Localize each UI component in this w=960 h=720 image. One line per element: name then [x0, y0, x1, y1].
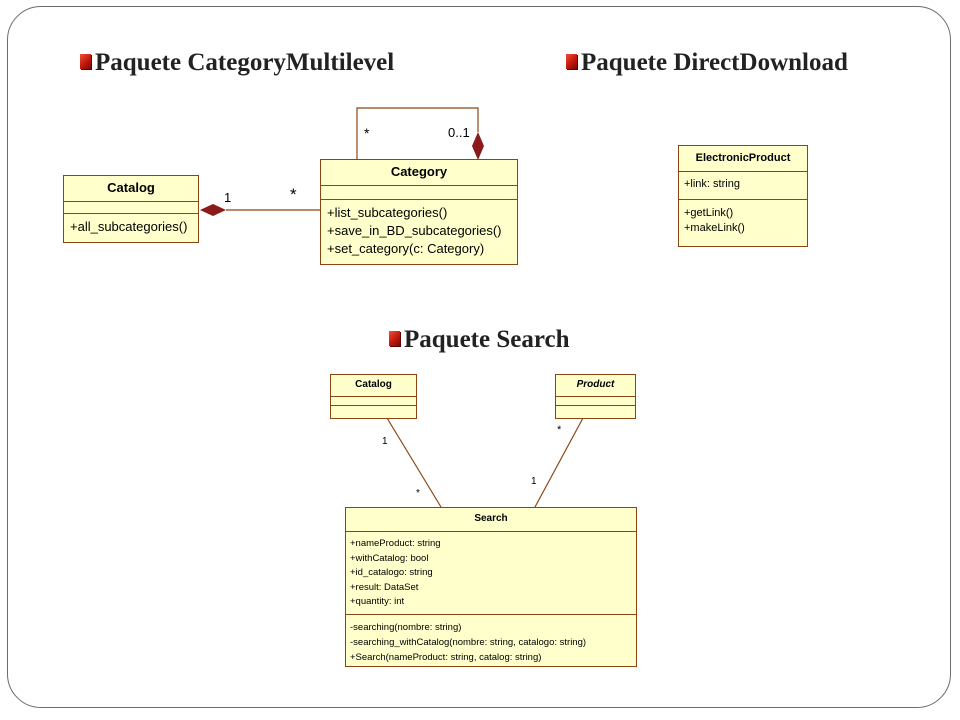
bullet-icon: [80, 54, 91, 69]
class-name: Catalog: [331, 375, 416, 397]
attribute: +result: DataSet: [350, 581, 419, 593]
class-name: Catalog: [64, 176, 198, 202]
class-attributes: [556, 397, 635, 406]
multiplicity-category-end: *: [290, 185, 297, 204]
multiplicity-self-range: 0..1: [448, 125, 470, 140]
attribute: +id_catalogo: string: [350, 567, 433, 578]
class-attributes: [64, 202, 198, 214]
operation: +set_category(c: Category): [327, 241, 485, 256]
multiplicity-product-end: *: [557, 424, 562, 436]
bullet-icon: [566, 54, 577, 69]
category-self-association: [356, 107, 479, 160]
class-operations: -searching(nombre: string) -searching_wi…: [346, 615, 636, 665]
attribute: +link: string: [684, 178, 740, 190]
self-composition-diamond-icon: [472, 132, 484, 160]
class-name: Search: [346, 508, 636, 532]
class-electronicproduct: ElectronicProduct +link: string +getLink…: [678, 145, 808, 247]
class-name: ElectronicProduct: [679, 146, 807, 172]
class-operations: +list_subcategories() +save_in_BD_subcat…: [321, 200, 517, 258]
operation: +getLink(): [684, 207, 734, 219]
package-title-directdownload: Paquete DirectDownload: [566, 50, 848, 75]
operation: +Search(nameProduct: string, catalog: st…: [350, 652, 542, 663]
class-search-catalog: Catalog: [330, 374, 417, 419]
operation: -searching_withCatalog(nombre: string, c…: [350, 637, 587, 648]
package-title-categorymultilevel: Paquete CategoryMultilevel: [80, 50, 394, 75]
package-title-search: Paquete Search: [389, 327, 570, 352]
operation: +all_subcategories(): [70, 219, 188, 234]
class-product: Product: [555, 374, 636, 419]
class-name: Category: [321, 160, 517, 186]
class-attributes: [321, 186, 517, 200]
operation: +list_subcategories(): [327, 205, 448, 220]
product-search-association: [534, 417, 584, 508]
catalog-search-association: [386, 417, 442, 508]
class-name: Product: [556, 375, 635, 397]
composition-diamond-icon: [200, 204, 226, 216]
multiplicity-search-from-catalog: *: [416, 488, 420, 499]
multiplicity-search-from-product: 1: [531, 476, 537, 487]
class-search: Search +nameProduct: string +withCatalog…: [345, 507, 637, 667]
attribute: +withCatalog: bool: [350, 552, 429, 564]
attribute: +quantity: int: [350, 596, 405, 607]
operation: -searching(nombre: string): [350, 622, 462, 633]
bullet-icon: [389, 331, 400, 346]
class-category: Category +list_subcategories() +save_in_…: [320, 159, 518, 265]
operation: +save_in_BD_subcategories(): [327, 223, 502, 238]
class-attributes: +link: string: [679, 172, 807, 200]
class-attributes: +nameProduct: string +withCatalog: bool …: [346, 532, 636, 615]
multiplicity-catalog-end: 1: [382, 436, 388, 447]
class-catalog: Catalog +all_subcategories(): [63, 175, 199, 243]
class-operations: +all_subcategories(): [64, 214, 198, 234]
multiplicity-catalog-end: 1: [224, 190, 232, 205]
class-operations: +getLink() +makeLink(): [679, 200, 807, 236]
operation: +makeLink(): [684, 222, 745, 234]
class-attributes: [331, 397, 416, 406]
attribute: +nameProduct: string: [350, 538, 441, 549]
multiplicity-self-star: *: [364, 125, 370, 141]
